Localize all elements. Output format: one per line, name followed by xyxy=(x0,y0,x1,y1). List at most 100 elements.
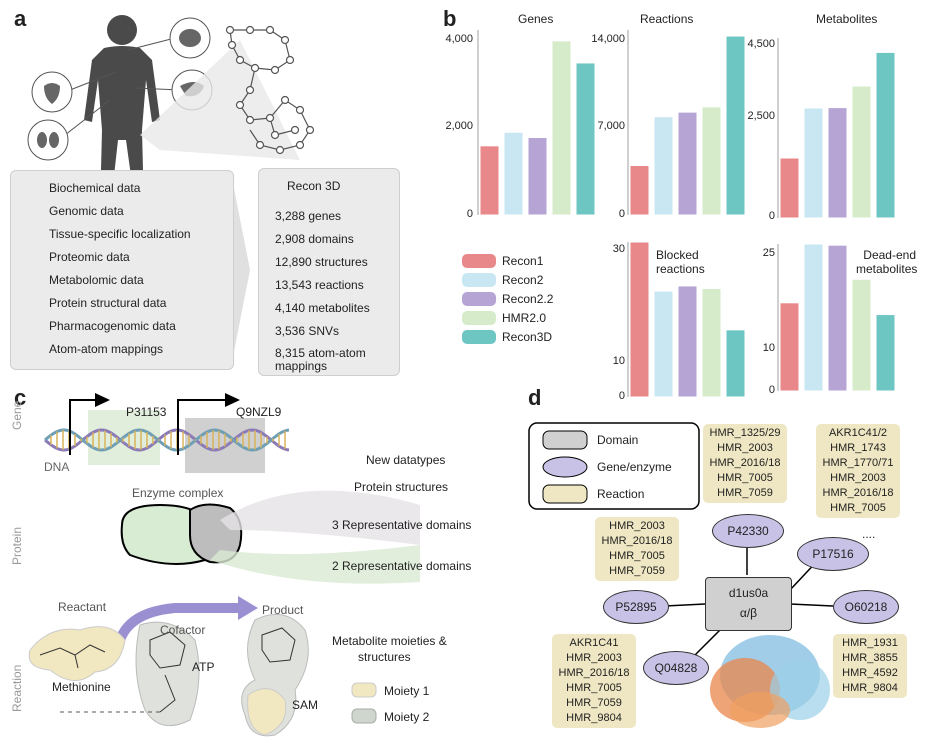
reaction-id: HMR_7059 xyxy=(566,697,622,709)
legend-domain: Domain xyxy=(597,433,639,447)
bar-recon3d xyxy=(725,329,746,398)
protein-structure-image xyxy=(710,635,830,728)
tick-label: 10 xyxy=(612,355,625,367)
chart-title-blocked: Blocked reactions xyxy=(656,248,705,276)
data-type-item: Proteomic data xyxy=(49,250,130,264)
reaction-id: HMR_2016/18 xyxy=(558,667,630,679)
gene-node: Q04828 xyxy=(643,651,709,685)
bar-recon1 xyxy=(779,302,800,392)
more-ellipsis: .... xyxy=(862,527,876,541)
bar-hmr20 xyxy=(701,106,722,216)
domain-class: α/β xyxy=(739,606,758,620)
panel-label-a: a xyxy=(14,6,27,31)
moiety2-label: Moiety 2 xyxy=(384,710,430,724)
recon-stat: 12,890 structures xyxy=(275,255,368,269)
recon-stat: 13,543 reactions xyxy=(275,278,364,292)
legend-swatch-recon2 xyxy=(462,273,496,287)
legend-label: Recon1 xyxy=(502,254,544,268)
legend-label: Recon2.2 xyxy=(502,292,554,306)
protein-structures-label: Protein structures xyxy=(354,480,449,494)
legend-swatch-hmr20 xyxy=(462,311,496,325)
product-label: Product xyxy=(262,603,304,617)
bar-recon1 xyxy=(629,165,650,216)
moiety1-swatch xyxy=(351,682,377,698)
enzyme-complex-label: Enzyme complex xyxy=(132,486,224,500)
data-type-item: Genomic data xyxy=(49,204,124,218)
legend-swatch-recon3d xyxy=(462,330,496,344)
bar-hmr20 xyxy=(851,85,872,219)
legend-gene-enzyme: Gene/enzyme xyxy=(597,460,672,474)
sam-label: SAM xyxy=(292,698,319,712)
reaction-id: HMR_3855 xyxy=(842,652,898,664)
bar-recon2 xyxy=(653,290,674,398)
gene-node: P42330 xyxy=(712,514,784,548)
moiety1-label: Moiety 1 xyxy=(384,684,430,698)
network-graph xyxy=(225,25,315,155)
reaction-id: HMR_2003 xyxy=(717,442,773,454)
panel-label-b: b xyxy=(443,6,457,31)
recon3d-title: Recon 3D xyxy=(287,179,341,193)
data-type-item: Protein structural data xyxy=(49,296,167,310)
reaction-id: HMR_7059 xyxy=(609,565,665,577)
reaction-id: HMR_1770/71 xyxy=(822,457,894,469)
gene-id-q9nzl9: Q9NZL9 xyxy=(236,405,282,419)
recon-stat: 8,315 atom-atom mappings xyxy=(275,346,366,373)
reaction-id: HMR_9804 xyxy=(566,712,622,724)
bar-recon2 xyxy=(803,243,824,392)
reaction-id: AKR1C41 xyxy=(569,637,619,649)
chart-title-deadend: Dead-end metabolites xyxy=(856,248,918,276)
bar-recon1 xyxy=(479,145,500,216)
tick-label: 2,500 xyxy=(747,110,775,122)
bar-hmr20 xyxy=(551,40,572,216)
moieties-label: Metabolite moieties & xyxy=(332,634,447,648)
moiety2-swatch xyxy=(351,708,377,724)
bar-recon3d xyxy=(875,314,896,392)
recon-stat: 4,140 metabolites xyxy=(275,301,370,315)
reaction-id: HMR_4592 xyxy=(842,667,898,679)
tick-label: 4,000 xyxy=(445,33,473,45)
legend-label: HMR2.0 xyxy=(502,311,547,325)
legend-label: Recon3D xyxy=(502,330,553,344)
legend-reaction: Reaction xyxy=(597,487,645,501)
data-type-item: Atom-atom mappings xyxy=(49,342,164,356)
tick-label: 0 xyxy=(466,208,473,220)
panel-label-c: c xyxy=(14,385,27,410)
tick-label: 14,000 xyxy=(591,33,625,45)
gene-id-p31153: P31153 xyxy=(126,405,167,419)
bar-hmr20 xyxy=(851,278,872,392)
gene-node: P17516 xyxy=(797,537,869,571)
dna-label: DNA xyxy=(44,460,70,474)
bar-recon2 xyxy=(503,131,524,216)
tick-label: 0 xyxy=(768,384,775,396)
legend-swatch-recon1 xyxy=(462,254,496,268)
atp-molecule xyxy=(135,621,200,727)
tick-label: 0 xyxy=(768,210,775,222)
bar-recon22 xyxy=(527,137,548,216)
reaction-id: HMR_2016/18 xyxy=(601,535,673,547)
data-types-box: Biochemical data Genomic data Tissue-spe… xyxy=(10,170,234,370)
chart-title-reactions: Reactions xyxy=(640,12,694,26)
domain-id: d1us0a xyxy=(728,586,769,600)
data-type-item: Pharmacogenomic data xyxy=(49,319,176,333)
bar-recon3d xyxy=(575,62,596,216)
reaction-id: HMR_1325/29 xyxy=(709,427,781,439)
gene-node: P52895 xyxy=(603,590,669,624)
new-datatypes-label: New datatypes xyxy=(366,453,446,467)
reaction-id: HMR_7005 xyxy=(830,502,886,514)
bar-recon2 xyxy=(653,116,674,216)
bar-recon1 xyxy=(629,241,650,398)
structures-label: structures xyxy=(358,650,411,664)
tick-label: 0 xyxy=(618,390,625,402)
recon-stat: 3,288 genes xyxy=(275,209,342,223)
reaction-id: HMR_7005 xyxy=(609,550,665,562)
reaction-id: HMR_2016/18 xyxy=(822,487,894,499)
tick-label: 25 xyxy=(762,247,775,259)
bar-recon1 xyxy=(779,157,800,219)
